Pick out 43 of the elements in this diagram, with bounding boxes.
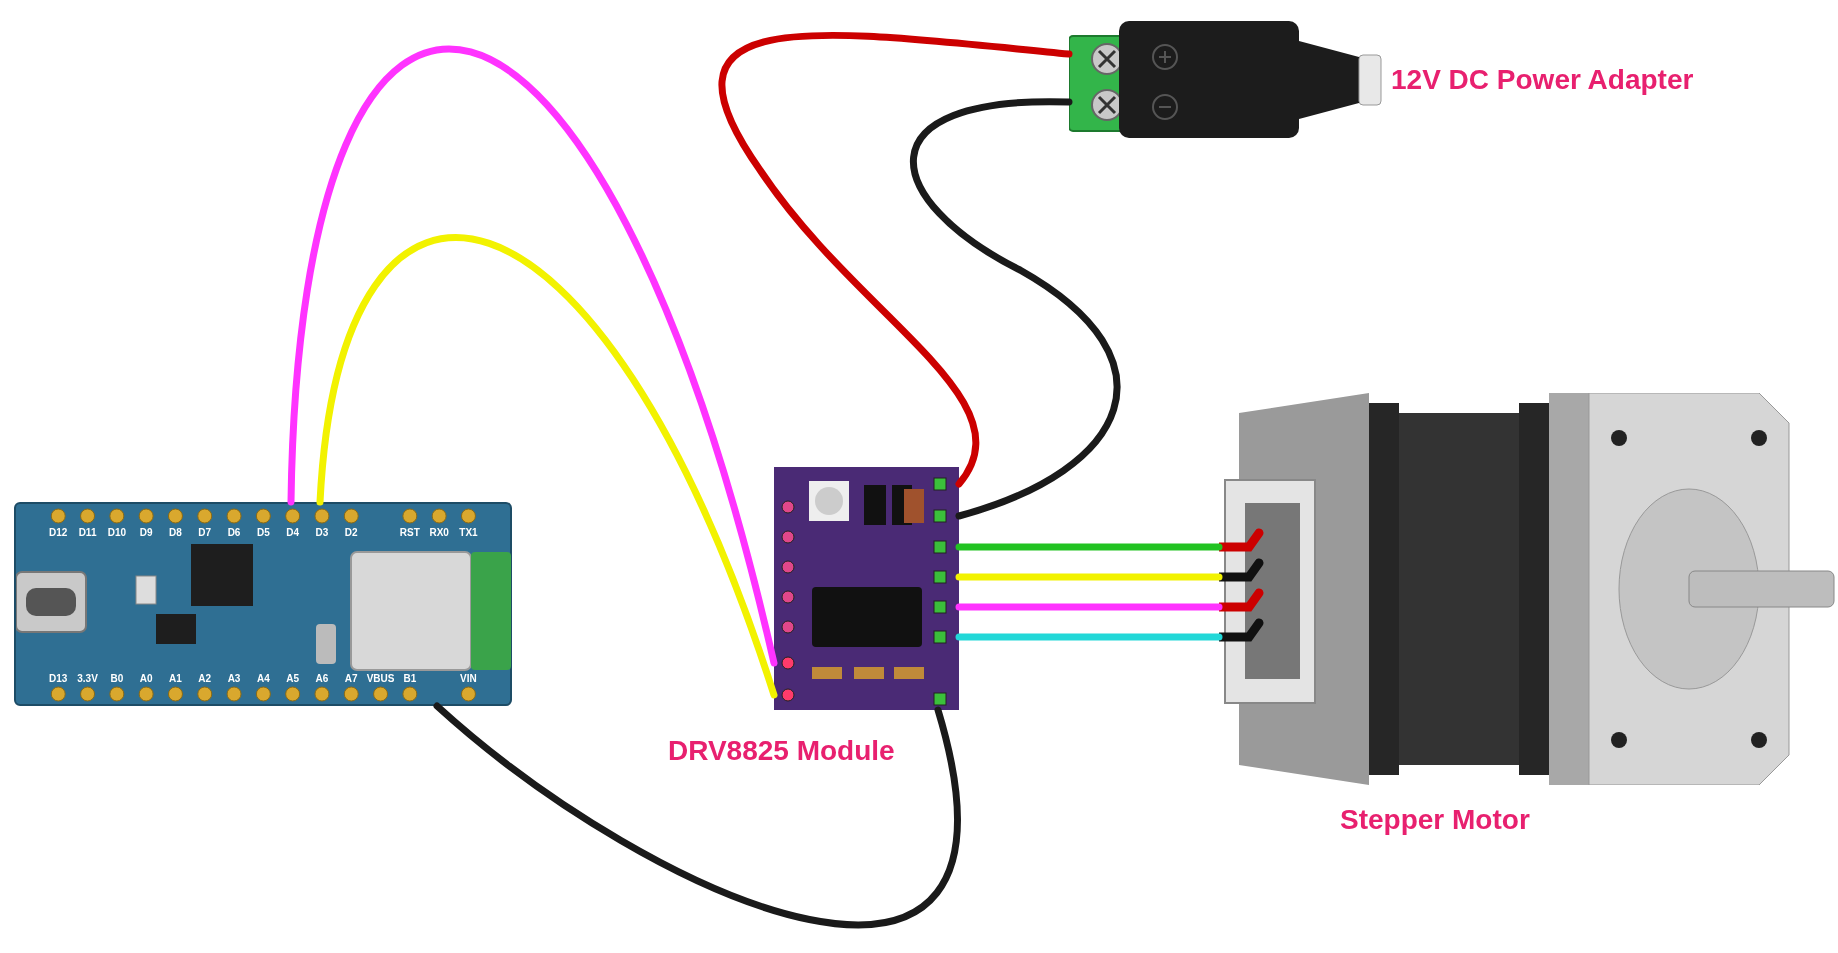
pin-label: D9: [139, 528, 153, 538]
pin-label: D7: [198, 528, 212, 538]
pin-label: D13: [49, 674, 68, 684]
pin-label: TX1: [459, 528, 478, 538]
wire: [719, 32, 1073, 488]
pin-label: B1: [403, 674, 417, 684]
pin-label: D3: [315, 528, 329, 538]
pin-label: A6: [315, 674, 329, 684]
wire: [433, 702, 960, 929]
pin-label: B0: [110, 674, 124, 684]
pin-label: A7: [344, 674, 358, 684]
wire: [955, 603, 1223, 611]
component-caption: Stepper Motor: [1340, 803, 1530, 837]
pin-label: D5: [256, 528, 270, 538]
stepper-motor-drawing: [1219, 393, 1838, 785]
pin-label: RST: [399, 528, 420, 538]
wire: [316, 234, 778, 699]
wire: [910, 98, 1121, 520]
pin-label: A3: [227, 674, 241, 684]
pin-label: VBUS: [366, 674, 395, 684]
pin-label: D8: [169, 528, 182, 538]
pin-label: A4: [256, 674, 270, 684]
pin-label: D6: [227, 528, 241, 538]
pin-label: RX0: [429, 528, 449, 538]
power-adapter-drawing: [1069, 21, 1383, 138]
pin-label: D4: [286, 528, 300, 538]
pin-label: VIN: [460, 674, 477, 684]
pin-label: A5: [286, 674, 300, 684]
driver-module-drawing: [774, 467, 959, 710]
pin-label: 3.3V: [77, 674, 98, 684]
wire: [955, 543, 1223, 551]
pin-label: A0: [139, 674, 153, 684]
pin-label: A2: [198, 674, 212, 684]
pin-label: D11: [78, 528, 97, 538]
component-caption: DRV8825 Module: [668, 734, 895, 768]
pin-label: D12: [49, 528, 68, 538]
wire: [955, 573, 1223, 581]
pin-label: D10: [107, 528, 126, 538]
pin-label: D2: [344, 528, 358, 538]
wire: [287, 48, 778, 667]
pin-label: A1: [169, 674, 182, 684]
wire: [955, 633, 1223, 641]
component-caption: 12V DC Power Adapter: [1391, 63, 1694, 97]
